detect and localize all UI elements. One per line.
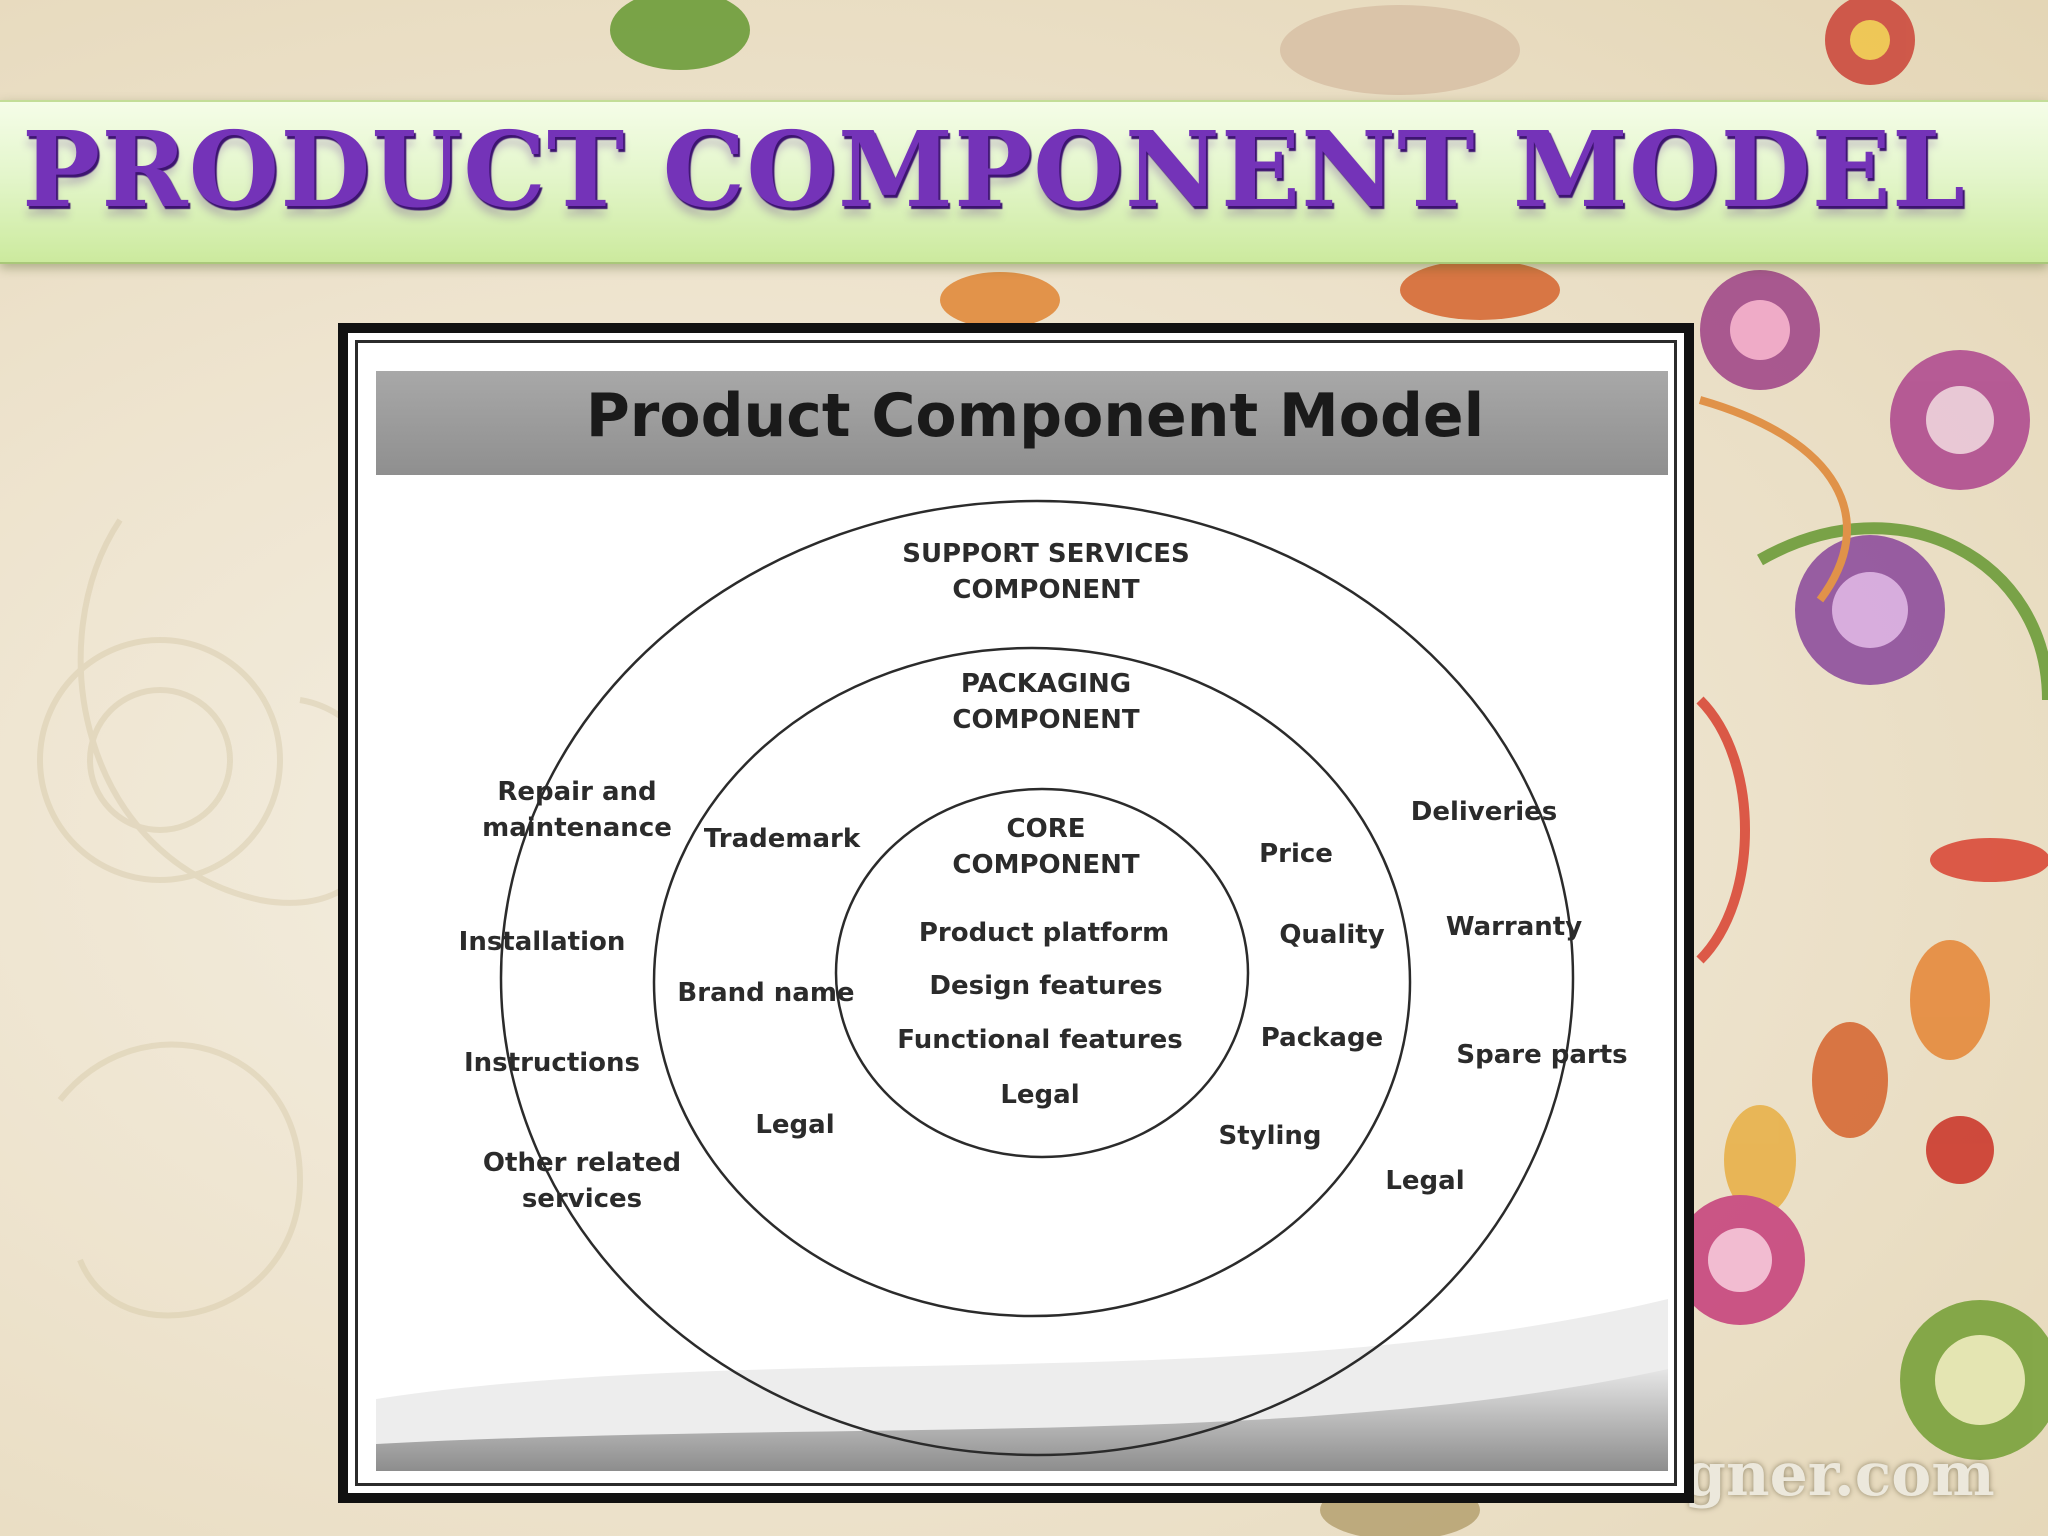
title-banner [0, 100, 2048, 264]
support-item-deliveries: Deliveries [1410, 797, 1558, 827]
support-item-installation: Installation [458, 927, 626, 957]
watermark-text: gner.com [1684, 1440, 1995, 1510]
packaging-item-styling: Styling [1218, 1121, 1322, 1151]
packaging-item-brand-name: Brand name [677, 978, 855, 1008]
support-item-instructions: Instructions [463, 1048, 641, 1078]
core-item-functional-features: Functional features [897, 1025, 1183, 1055]
diagram-title: Product Component Model [585, 381, 1485, 451]
packaging-item-trademark: Trademark [703, 824, 861, 854]
bottom-swoosh-dark [376, 1369, 1668, 1471]
packaging-item-package: Package [1260, 1023, 1384, 1053]
diagram-header-band: Product Component Model [376, 371, 1668, 475]
core-item-design-features: Design features [929, 971, 1163, 1001]
core-item-legal: Legal [1000, 1080, 1080, 1110]
support-item-legal: Legal [1385, 1166, 1465, 1196]
support-item-spare-parts: Spare parts [1456, 1040, 1628, 1070]
support-item-warranty: Warranty [1445, 912, 1583, 942]
packaging-ring [652, 646, 1412, 1318]
support-item-repair: Repair and maintenance [482, 777, 672, 843]
support-item-other-services: Other related services [482, 1148, 682, 1214]
packaging-heading: PACKAGING COMPONENT [952, 669, 1140, 735]
support-services-ring [499, 499, 1575, 1457]
core-item-product-platform: Product platform [918, 918, 1170, 948]
packaging-item-legal: Legal [755, 1110, 835, 1140]
diagram-graphics [376, 499, 1668, 1471]
packaging-item-quality: Quality [1279, 920, 1385, 950]
support-services-heading: SUPPORT SERVICES COMPONENT [902, 539, 1190, 605]
core-ring [834, 787, 1250, 1159]
slide-title: PRODUCT COMPONENT MODEL [22, 108, 1967, 231]
packaging-item-price: Price [1259, 839, 1333, 869]
core-heading: CORE COMPONENT [952, 814, 1140, 880]
diagram-picture: Product Component Model SUPPORT SERVICES… [348, 333, 1684, 1493]
